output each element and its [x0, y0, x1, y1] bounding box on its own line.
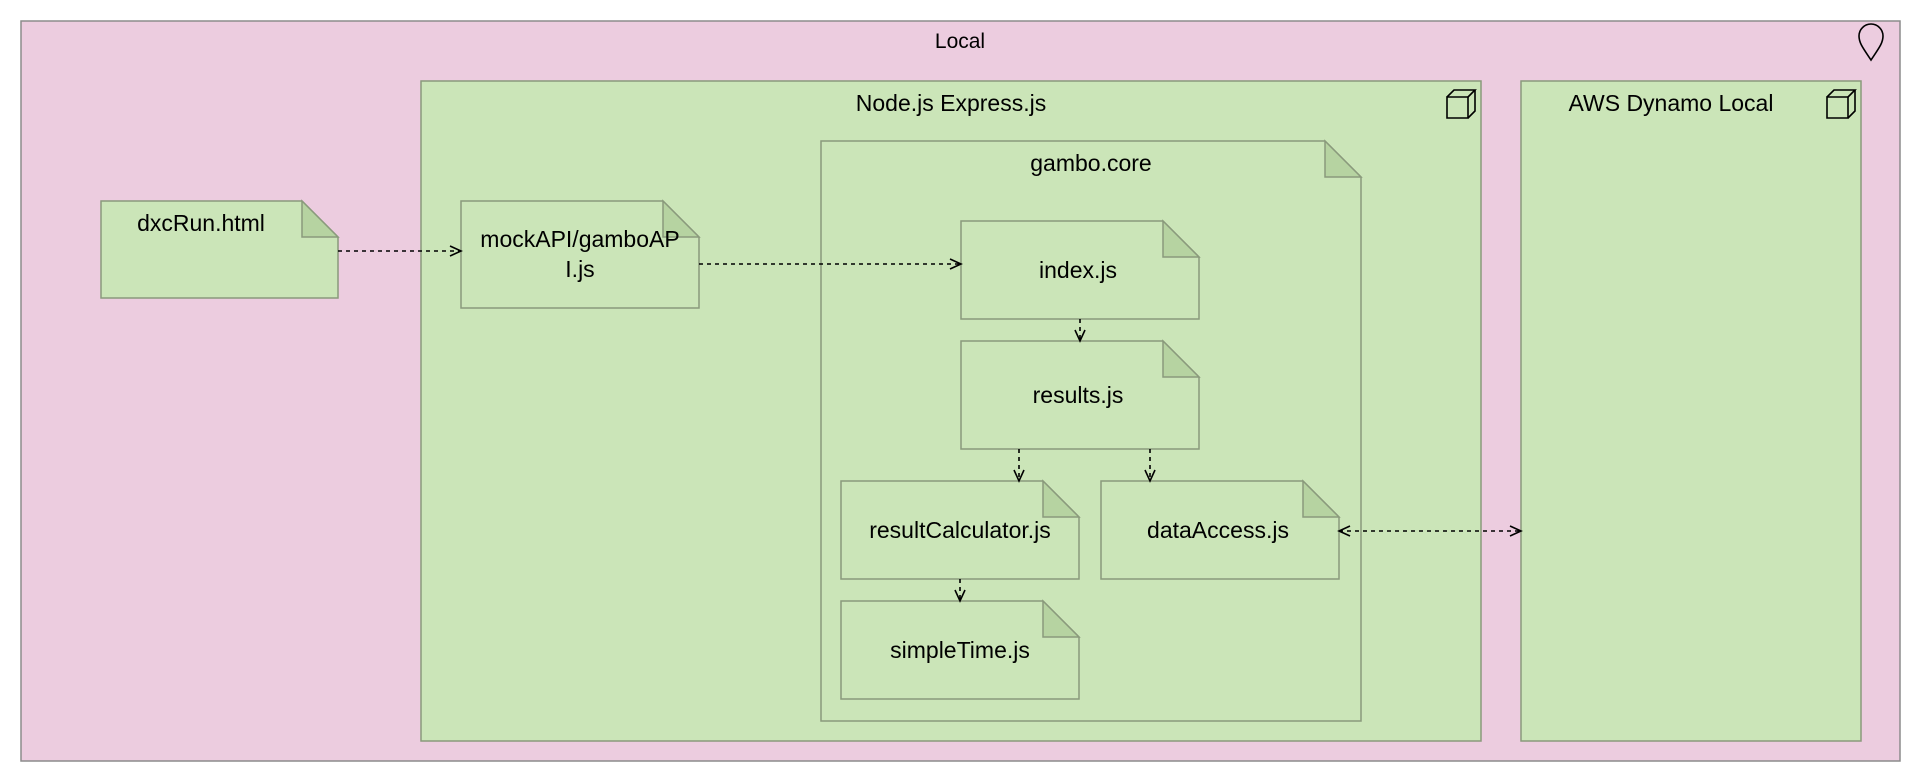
file-fold	[1042, 599, 1081, 638]
location-pin-icon	[1858, 23, 1884, 62]
file-fold	[1162, 219, 1201, 258]
file-mockapi[interactable]: mockAPI/gamboAP I.js	[460, 199, 701, 309]
file-fold	[301, 199, 340, 238]
file-fold	[1162, 339, 1201, 378]
local-frame-title: Local	[935, 30, 985, 53]
file-simpletime[interactable]: simpleTime.js	[840, 599, 1081, 700]
file-label: simpleTime.js	[890, 637, 1030, 663]
file-label: resultCalculator.js	[869, 517, 1051, 543]
aws-dynamo-title: AWS Dynamo Local	[1569, 90, 1774, 116]
file-fold	[1302, 479, 1341, 518]
gambo-core-title: gambo.core	[1030, 150, 1151, 176]
cube-icon	[1826, 89, 1857, 119]
file-fold	[662, 199, 701, 238]
file-fold	[1042, 479, 1081, 518]
file-label: dataAccess.js	[1147, 517, 1289, 543]
file-shape	[840, 600, 1080, 700]
file-shape	[960, 340, 1200, 450]
aws-dynamo-box: AWS Dynamo Local	[1520, 80, 1862, 742]
gambo-core-fold	[1324, 139, 1363, 178]
node-express-title: Node.js Express.js	[856, 90, 1046, 116]
file-shape	[840, 480, 1080, 580]
file-shape	[960, 220, 1200, 320]
file-index[interactable]: index.js	[960, 219, 1201, 320]
file-label: index.js	[1039, 257, 1117, 283]
aws-dynamo-rect	[1520, 80, 1862, 742]
edges	[338, 245, 1523, 603]
file-shape	[1100, 480, 1340, 580]
file-label: results.js	[1033, 382, 1124, 408]
file-shape	[100, 200, 339, 299]
file-resultcalculator[interactable]: resultCalculator.js	[840, 479, 1081, 580]
file-dataaccess[interactable]: dataAccess.js	[1100, 479, 1341, 580]
file-results[interactable]: results.js	[960, 339, 1201, 450]
file-label: dxcRun.html	[137, 210, 265, 236]
file-label-line1: mockAPI/gamboAP	[480, 226, 679, 252]
file-dxcrun[interactable]: dxcRun.html	[100, 199, 340, 299]
file-label-line2: I.js	[565, 256, 594, 282]
file-shape	[460, 200, 700, 309]
cube-icon	[1446, 89, 1477, 119]
